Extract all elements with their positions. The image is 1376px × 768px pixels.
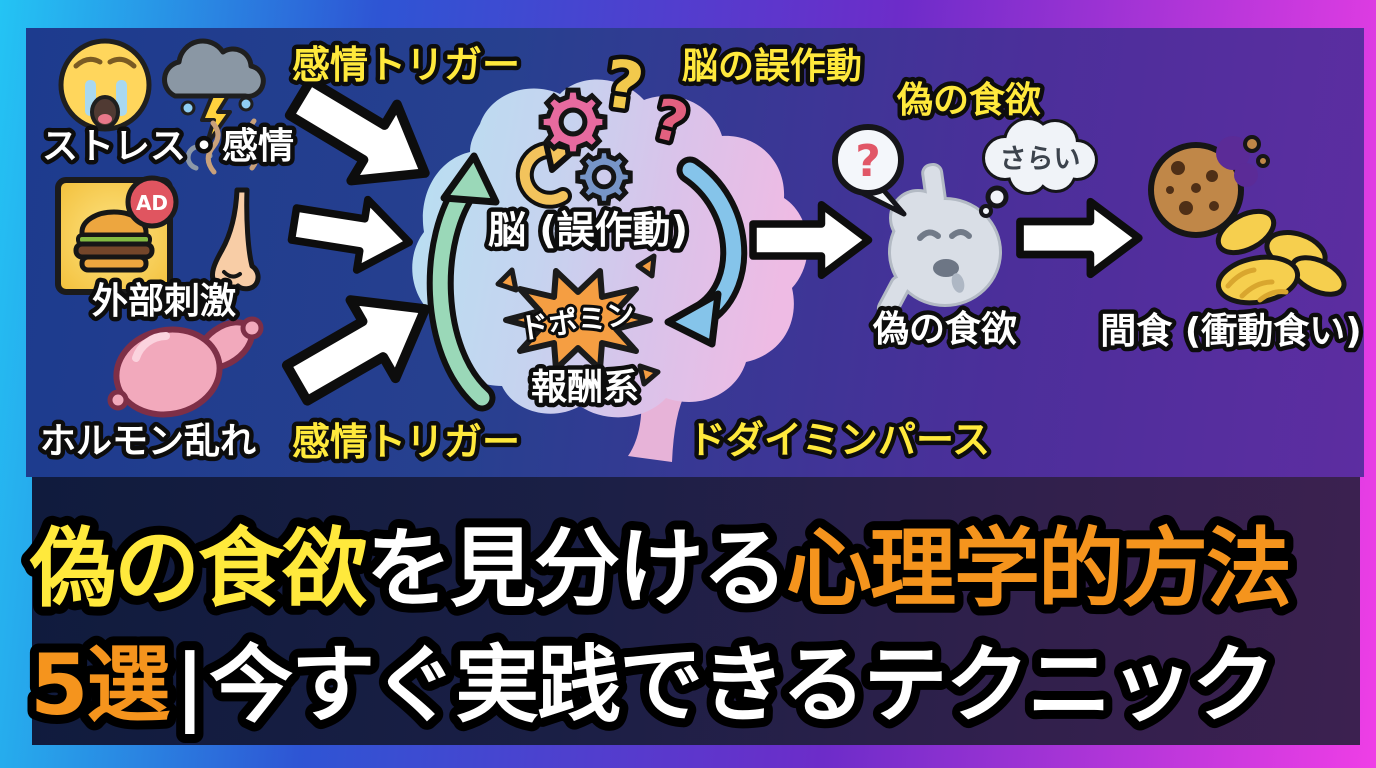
nose-smell-icon [185,118,261,292]
snack-label: 間食 (衝動食い) [1100,311,1361,352]
ad-badge [125,175,179,229]
storm-cloud-icon [162,38,266,148]
thought-text: さらい [1000,144,1081,175]
title-line2-part2: 今すぐ実践できるテクニック [209,636,1273,734]
title-divider: | [174,636,203,734]
title-line1: 偽の食欲を見分ける心理学的方法 [29,519,1290,619]
hormone-label: ホルモン乱れ [40,421,256,462]
title-line1-part1: 偽の食欲 [29,519,367,619]
arrow-stomach-to-snack [1020,202,1139,275]
external-label: 外部刺激 [92,281,236,322]
stomach-label: 偽の食欲 [872,309,1017,350]
loop-arrow-blue-icon [664,156,748,348]
question-bubble-icon: ? [832,124,907,217]
title-line2: 5選|今すぐ実践できるテクニック [30,636,1273,734]
caption-emotion-trigger-bottom: 感情トリガー [292,420,520,464]
brain-label: 脳 (誤作動) [488,208,688,252]
ad-badge-label: AD [136,191,168,215]
crying-face-icon [58,38,152,132]
caption-emotion-trigger-top: 感情トリガー [292,43,520,87]
arrow-external-to-brain [288,189,414,278]
caption-brain-malfunction: 脳の誤作動 [682,46,862,87]
caption-false-appetite: 偽の食欲 [896,80,1041,121]
thought-cloud-icon: さらい [979,117,1098,218]
stomach-icon [876,162,1002,320]
loop-arrow-green-icon [426,152,500,412]
cookie-icon [1148,135,1270,238]
title-line2-part1: 5選 [30,636,170,734]
title-line1-part3: 心理学的方法 [786,519,1290,619]
dopamine-burst-icon [495,253,661,387]
bubble-question-mark: ? [855,136,881,187]
caption-dopamine-pass: ドダイミンパース [688,418,990,462]
reward-system-label: 報酬系 [531,367,639,408]
potato-chips-icon [1215,208,1347,306]
stress-label: ストレス・感情 [42,126,294,167]
hormone-gland-icon [107,316,264,418]
title-panel [32,477,1360,745]
title-line1-part2: を見分ける [366,519,786,619]
burger-ad-icon: AD [55,175,179,295]
